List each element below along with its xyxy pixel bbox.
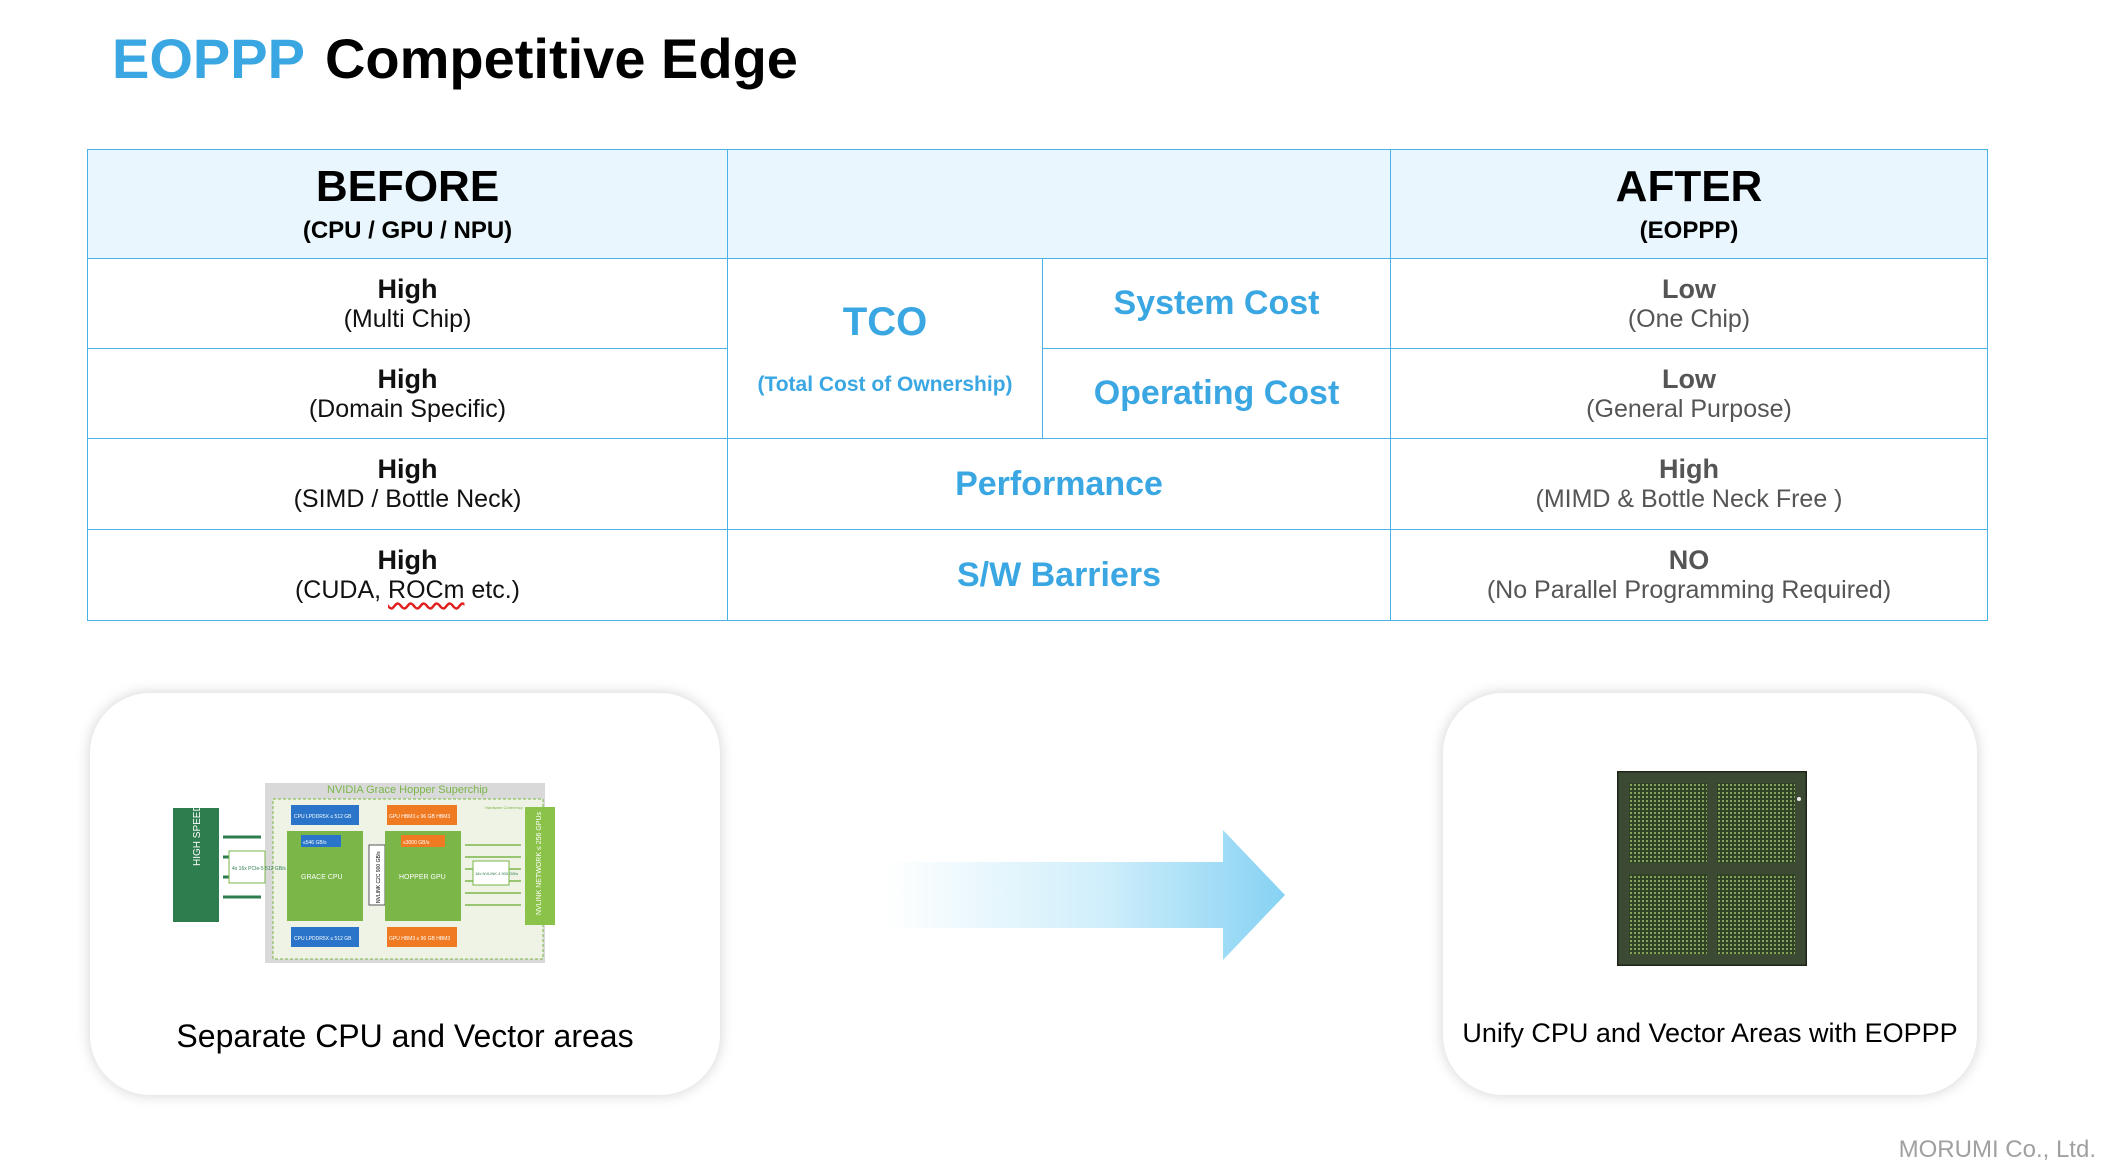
before-header-cell: BEFORE (CPU / GPU / NPU) — [87, 149, 728, 259]
gpu-bw-label: ≤3000 GB/s — [403, 840, 430, 846]
pcie-label: 4x 16x PCIe-5 512 GB/s — [232, 866, 286, 872]
nvlink-label: 18x NVLINK 4 900 GB/s — [475, 871, 518, 876]
before-desc: (Multi Chip) — [343, 304, 472, 333]
after-level: High — [1659, 454, 1719, 484]
gpu-mem-bottom — [387, 927, 457, 947]
cpu-label: GRACE CPU — [301, 874, 343, 881]
before-desc: (Domain Specific) — [308, 394, 507, 423]
cpu-mem-bottom — [291, 927, 359, 947]
network-label: NVLINK NETWORK ≤ 256 GPUs — [536, 811, 543, 915]
table-row: High (Multi Chip) TCO (Total Cost of Own… — [87, 258, 1988, 439]
table-row: High (SIMD / Bottle Neck) Performance Hi… — [87, 438, 1988, 530]
table-row: High (Domain Specific) Operating Cost Lo… — [87, 348, 1988, 439]
after-cell: Low (General Purpose) — [1390, 348, 1988, 439]
cpu-mem-top — [291, 805, 359, 825]
before-desc-part: etc.) — [464, 576, 521, 604]
left-caption: Separate CPU and Vector areas — [176, 1018, 634, 1054]
before-header: BEFORE — [315, 162, 500, 211]
cpu-bw-label: ≤546 GB/s — [303, 840, 327, 846]
gpu-mem-top-label: GPU HBM3 ≤ 96 GB HBM3 — [389, 814, 450, 820]
comparison-table: BEFORE (CPU / GPU / NPU) AFTER (EOPPP) H… — [87, 149, 1988, 621]
io-block — [173, 808, 219, 922]
after-subheader: (EOPPP) — [1639, 217, 1739, 244]
cpu-mem-bottom-label: CPU LPDDR5X ≤ 512 GB — [294, 936, 352, 942]
coherency-label: Hardware Coherency — [485, 805, 523, 810]
metric-cell: Performance — [727, 438, 1391, 530]
metric-label: System Cost — [1113, 284, 1320, 322]
metric-cell: Operating Cost — [1042, 348, 1391, 439]
metric-label: Performance — [955, 464, 1163, 503]
before-level: High — [377, 454, 438, 484]
network-block — [525, 807, 555, 925]
before-cell: High (Domain Specific) — [87, 348, 728, 439]
c2c-label: NVLINK C2C 900 GB/s — [376, 851, 382, 903]
table-row: High (CUDA, ROCm etc.) S/W Barriers NO (… — [87, 529, 1988, 621]
tco-cell: TCO (Total Cost of Ownership) — [727, 258, 1043, 439]
cpu-bw-box — [301, 835, 341, 847]
after-cell: Low (One Chip) — [1390, 258, 1988, 349]
cpu-mem-top-label: CPU LPDDR5X ≤ 512 GB — [294, 814, 352, 820]
title-brand: EOPPP — [112, 27, 305, 90]
metric-cell: System Cost — [1042, 258, 1391, 349]
io-label: HIGH SPEED I/O — [192, 788, 203, 866]
grace-hopper-diagram: NVIDIA Grace Hopper Superchip HIGH SPEED… — [173, 783, 555, 963]
metric-label: S/W Barriers — [956, 555, 1162, 594]
before-level: High — [377, 545, 438, 575]
footer-company: MORUMI Co., Ltd. — [1898, 1136, 2096, 1163]
tco-label: TCO — [842, 300, 928, 344]
after-cell: NO (No Parallel Programming Required) — [1390, 529, 1988, 621]
before-desc: (SIMD / Bottle Neck) — [293, 485, 522, 513]
table-header-row: BEFORE (CPU / GPU / NPU) AFTER (EOPPP) — [87, 149, 1988, 259]
before-subheader: (CPU / GPU / NPU) — [302, 217, 513, 244]
right-arrow-icon — [885, 830, 1285, 960]
before-desc-part: (CUDA, — [294, 576, 389, 604]
before-cell: High (CUDA, ROCm etc.) — [87, 529, 728, 621]
after-cell: High (MIMD & Bottle Neck Free ) — [1390, 438, 1988, 530]
spellcheck-word: ROCm — [388, 576, 465, 604]
after-header: AFTER — [1615, 162, 1763, 211]
after-level: Low — [1662, 273, 1716, 304]
pcie-box — [228, 850, 266, 884]
diagram-title: NVIDIA Grace Hopper Superchip — [327, 784, 488, 796]
after-level: NO — [1668, 545, 1710, 575]
tco-sublabel: (Total Cost of Ownership) — [757, 373, 1013, 396]
middle-header-cell — [727, 149, 1391, 259]
metric-label: Operating Cost — [1093, 374, 1340, 412]
before-level: High — [377, 363, 438, 394]
gpu-bw-box — [401, 835, 445, 847]
gpu-mem-bottom-label: GPU HBM3 ≤ 96 GB HBM3 — [389, 936, 450, 942]
after-level: Low — [1662, 363, 1716, 394]
right-caption: Unify CPU and Vector Areas with EOPPP — [1462, 1018, 1958, 1048]
after-desc: (MIMD & Bottle Neck Free ) — [1535, 485, 1843, 513]
after-desc: (General Purpose) — [1586, 394, 1792, 423]
page-title: EOPPP Competitive Edge — [112, 26, 798, 91]
before-level: High — [377, 273, 438, 304]
after-header-cell: AFTER (EOPPP) — [1390, 149, 1988, 259]
title-rest: Competitive Edge — [324, 27, 798, 90]
gpu-label: HOPPER GPU — [399, 874, 446, 881]
gpu-mem-top — [387, 805, 457, 825]
chip-image — [1617, 771, 1807, 966]
before-desc: (CUDA, ROCm etc.) — [88, 575, 727, 605]
nvlink-box — [472, 860, 510, 886]
before-cell: High (SIMD / Bottle Neck) — [87, 438, 728, 530]
after-desc: (One Chip) — [1627, 304, 1751, 333]
after-desc: (No Parallel Programming Required) — [1486, 576, 1892, 604]
after-card: Unify CPU and Vector Areas with EOPPP — [1443, 693, 1977, 1095]
before-cell: High (Multi Chip) — [87, 258, 728, 349]
before-card: NVIDIA Grace Hopper Superchip HIGH SPEED… — [90, 693, 720, 1095]
metric-cell: S/W Barriers — [727, 529, 1391, 621]
